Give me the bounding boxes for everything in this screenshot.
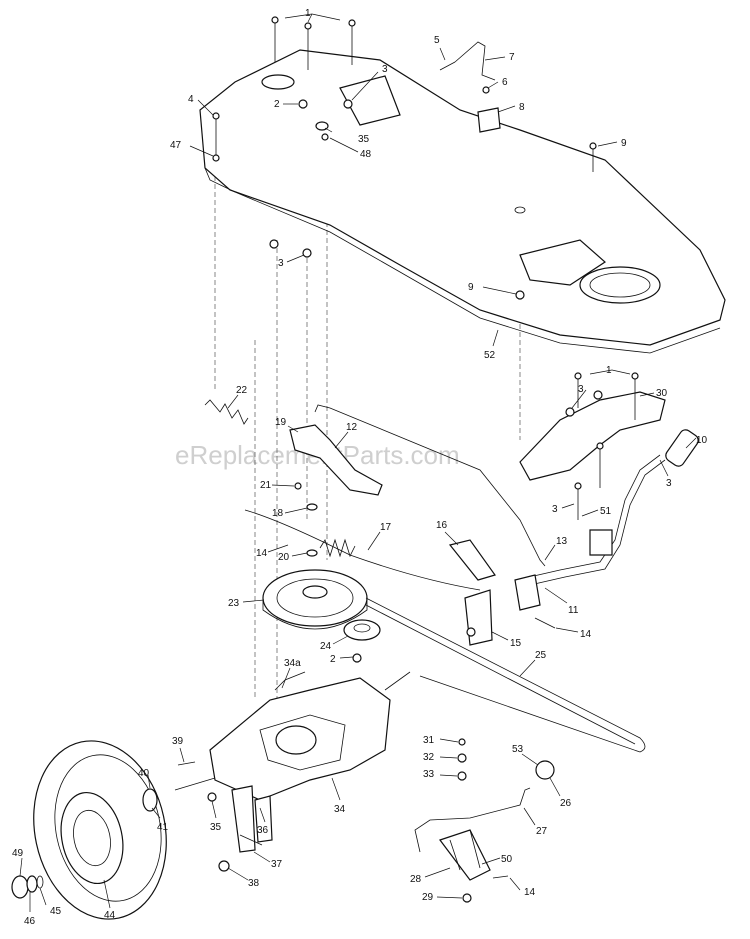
callout-26: 26 <box>560 798 572 809</box>
brake-linkage <box>414 738 555 903</box>
callout-13: 13 <box>556 536 568 547</box>
callout-52: 52 <box>484 350 496 361</box>
callout-4: 4 <box>188 94 194 105</box>
callout-17: 17 <box>380 522 392 533</box>
callout-3d: 3 <box>552 504 558 515</box>
callout-47: 47 <box>170 140 182 151</box>
callout-31: 31 <box>423 735 435 746</box>
callout-14c: 14 <box>524 887 536 898</box>
callout-16: 16 <box>436 520 448 531</box>
callout-28: 28 <box>410 874 422 885</box>
callout-45: 45 <box>50 906 62 917</box>
callout-15: 15 <box>510 638 522 649</box>
callout-39: 39 <box>172 736 184 747</box>
callout-35: 35 <box>358 134 370 145</box>
callout-3e: 3 <box>666 478 672 489</box>
callout-34: 34 <box>334 804 346 815</box>
callout-35b: 35 <box>210 822 222 833</box>
callout-44: 44 <box>104 910 116 921</box>
callout-25: 25 <box>535 650 547 661</box>
callout-5: 5 <box>434 35 440 46</box>
callout-40: 40 <box>138 768 150 779</box>
callout-20: 20 <box>278 552 290 563</box>
callout-2b: 2 <box>330 654 336 665</box>
callout-27: 27 <box>536 826 548 837</box>
callout-7: 7 <box>509 52 515 63</box>
callout-23: 23 <box>228 598 240 609</box>
callout-32: 32 <box>423 752 435 763</box>
callout-46: 46 <box>24 916 36 927</box>
callout-22: 22 <box>236 385 248 396</box>
callout-53: 53 <box>512 744 524 755</box>
callout-9: 9 <box>621 138 627 149</box>
callout-12: 12 <box>346 422 358 433</box>
callout-3b: 3 <box>278 258 284 269</box>
callout-24: 24 <box>320 641 332 652</box>
callout-14: 14 <box>256 548 268 559</box>
callout-19: 19 <box>275 417 287 428</box>
callout-50: 50 <box>501 854 513 865</box>
clutch-brackets <box>448 539 556 646</box>
callout-29: 29 <box>422 892 434 903</box>
callout-2: 2 <box>274 99 280 110</box>
callout-37: 37 <box>271 859 283 870</box>
rear-wheel <box>11 740 167 920</box>
callout-8: 8 <box>519 102 525 113</box>
deck-hardware <box>212 16 597 300</box>
callout-21: 21 <box>260 480 272 491</box>
callout-51: 51 <box>600 506 612 517</box>
callout-6: 6 <box>502 77 508 88</box>
frame-deck <box>199 49 726 354</box>
transaxle <box>174 671 411 872</box>
callout-11: 11 <box>568 605 579 616</box>
callout-36: 36 <box>257 825 269 836</box>
callout-10: 10 <box>696 435 708 446</box>
callout-9b: 9 <box>468 282 474 293</box>
callout-3: 3 <box>382 64 388 75</box>
callout-1b: 1 <box>606 365 612 376</box>
callout-33: 33 <box>423 769 435 780</box>
shift-bracket-and-lever <box>514 372 699 611</box>
pulleys-and-belt <box>262 569 646 753</box>
callout-49: 49 <box>12 848 24 859</box>
callout-34a: 34a <box>284 658 301 669</box>
springs <box>204 399 481 591</box>
callout-labels: 1 2 3 4 5 6 7 8 9 9 10 11 12 13 14 14 14 <box>12 8 708 927</box>
brake-bracket-and-rod <box>289 404 546 567</box>
callout-48: 48 <box>360 149 372 160</box>
callout-41: 41 <box>157 822 169 833</box>
callout-3c: 3 <box>578 384 584 395</box>
callout-1: 1 <box>305 8 311 19</box>
callout-30: 30 <box>656 388 668 399</box>
callout-18: 18 <box>272 508 284 519</box>
callout-38: 38 <box>248 878 260 889</box>
callout-14b: 14 <box>580 629 592 640</box>
